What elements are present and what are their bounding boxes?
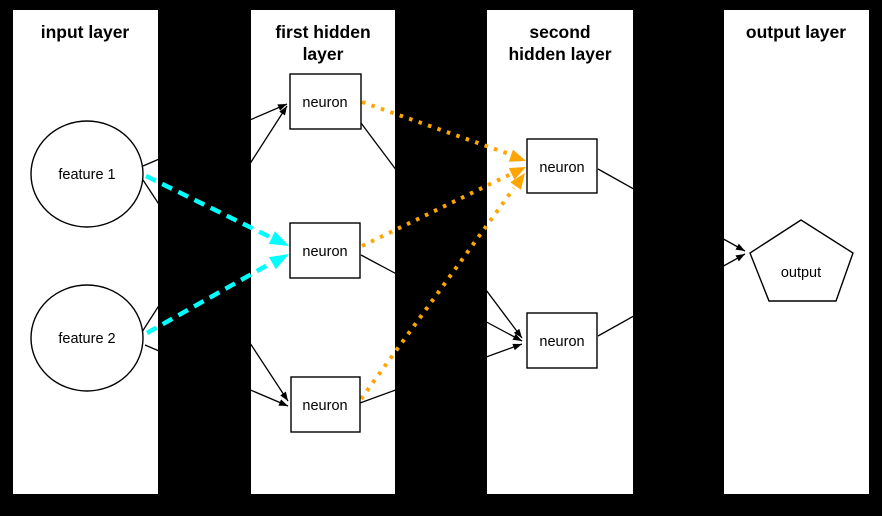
node-hidden2-top-label: neuron <box>539 160 584 176</box>
node-feature-2-label: feature 2 <box>58 331 115 347</box>
node-hidden1-bottom-label: neuron <box>302 398 347 414</box>
edge-hidden1-top-to-hidden2-bottom <box>360 122 523 339</box>
title-second-hidden-layer-line2: hidden layer <box>508 44 611 64</box>
panel-input-layer <box>13 10 158 494</box>
node-feature-1 <box>30 120 144 228</box>
node-hidden2-top-neuron-orange <box>526 138 598 194</box>
edge-feature2-to-hidden1-bottom <box>144 344 289 407</box>
edge-feature1-to-hidden1-bottom <box>142 179 289 402</box>
edge-feature1-to-hidden1-top <box>142 103 288 167</box>
edge-hidden2-bottom-to-output <box>597 253 746 337</box>
node-hidden1-middle-label: neuron <box>302 244 347 260</box>
node-feature-1-label: feature 1 <box>58 167 115 183</box>
cyan-arrowhead-from-feature1 <box>268 231 289 246</box>
node-hidden2-bottom-neuron <box>526 312 598 369</box>
node-hidden1-middle-neuron-cyan <box>289 222 361 279</box>
node-output-pentagon <box>749 219 854 302</box>
orange-arrowhead-from-hidden1-top <box>508 149 526 162</box>
edge-feature2-to-hidden1-middle <box>145 260 275 335</box>
edge-hidden1-middle-to-hidden2-top <box>361 172 512 248</box>
node-feature-2 <box>30 284 144 392</box>
title-output-layer: output layer <box>746 22 846 42</box>
edge-feature2-to-hidden1-top <box>141 105 288 333</box>
node-hidden1-bottom-neuron <box>290 376 361 433</box>
edge-hidden1-bottom-to-hidden2-bottom <box>359 343 523 404</box>
title-second-hidden-layer-line1: second <box>529 22 590 42</box>
edge-hidden1-middle-to-hidden2-bottom <box>360 254 523 342</box>
node-hidden1-top-label: neuron <box>302 95 347 111</box>
title-input-layer: input layer <box>41 22 130 42</box>
orange-arrowhead-from-hidden1-middle <box>508 167 526 180</box>
title-first-hidden-layer-line1: first hidden <box>275 22 370 42</box>
node-hidden2-bottom-label: neuron <box>539 334 584 350</box>
cyan-arrowhead-from-feature2 <box>269 254 289 270</box>
panel-second-hidden-layer <box>487 10 633 494</box>
edge-hidden1-bottom-to-hidden2-top <box>359 186 516 401</box>
node-hidden1-top-neuron <box>289 73 362 130</box>
edge-feature1-to-hidden1-middle <box>145 173 273 241</box>
node-output-label: output <box>781 265 821 281</box>
title-first-hidden-layer-line2: layer <box>303 44 344 64</box>
edge-hidden2-top-to-output <box>597 168 746 252</box>
orange-arrowhead-from-hidden1-bottom <box>510 173 525 190</box>
